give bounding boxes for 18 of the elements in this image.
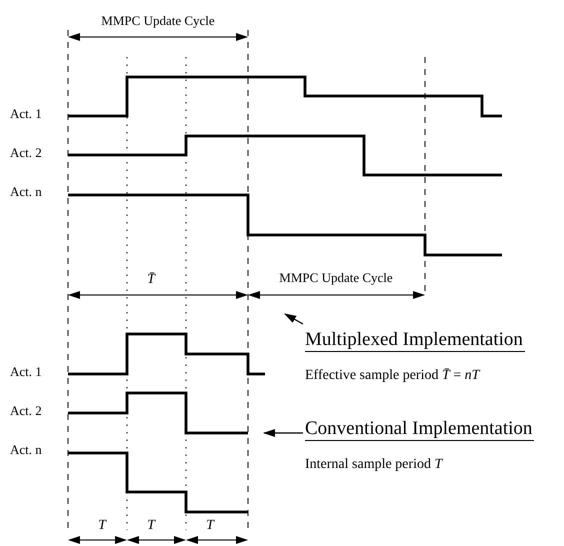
symbol-label: T bbox=[98, 519, 106, 533]
axis-label: Act. 1 bbox=[10, 106, 42, 120]
section-heading: Conventional Implementation bbox=[305, 419, 534, 441]
pointer-arrow bbox=[284, 313, 304, 325]
symbol-label: T bbox=[147, 519, 155, 533]
section-heading: Multiplexed Implementation bbox=[305, 330, 525, 352]
pointer-arrow bbox=[263, 429, 303, 437]
axis-label: Act. n bbox=[10, 184, 42, 198]
axis-label: MMPC Update Cycle bbox=[101, 14, 215, 26]
description-text: Effective sample period T̄ = nT bbox=[305, 368, 480, 384]
axis-label: Act. 1 bbox=[10, 364, 42, 378]
axis-label: Act. 2 bbox=[10, 146, 42, 158]
symbol-label: T̄ bbox=[147, 273, 155, 287]
axis-label: Act. n bbox=[10, 442, 42, 456]
axis-label: Act. 2 bbox=[10, 404, 42, 416]
symbol-label: T bbox=[206, 519, 214, 533]
axis-label: MMPC Update Cycle bbox=[279, 270, 393, 284]
description-text: Internal sample period T bbox=[305, 456, 442, 472]
